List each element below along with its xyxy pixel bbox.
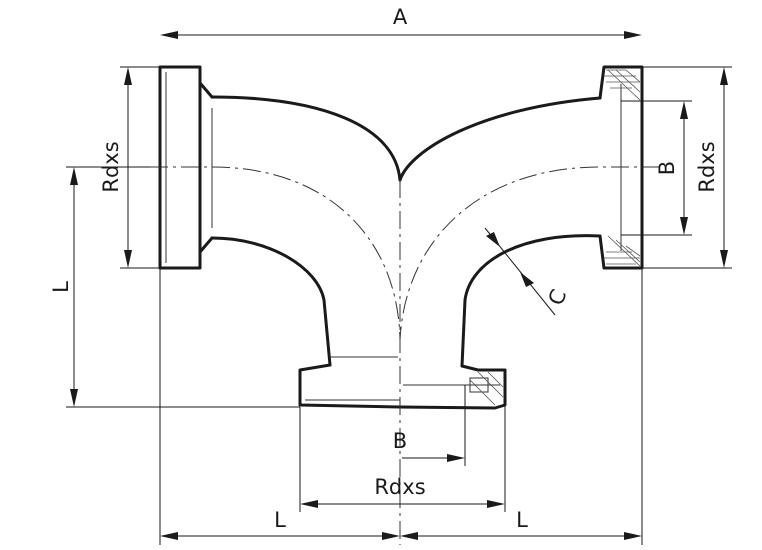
dimension-rdxs-right: Rdxs: [642, 66, 732, 269]
dimension-l-vertical-label: L: [49, 281, 73, 293]
dimension-a-label: A: [393, 5, 408, 29]
dimension-l-bottom: L L: [160, 508, 642, 540]
right-elbow: [398, 96, 602, 368]
left-elbow: [210, 95, 402, 367]
dimension-rdxs-bottom-label: Rdxs: [374, 475, 425, 499]
dimension-l-vertical: L: [49, 166, 300, 408]
dimension-rdxs-bottom: Rdxs: [299, 405, 506, 512]
dimension-b-bottom-label: B: [393, 429, 407, 453]
bottom-flange: [298, 363, 507, 410]
dimension-rdxs-right-label: Rdxs: [695, 141, 719, 192]
dimension-b-bottom: B: [393, 385, 466, 466]
dimension-c: C: [484, 227, 571, 316]
dimension-a: A: [159, 5, 643, 545]
dimension-b-right-label: B: [655, 161, 679, 175]
dimension-b-right: B: [621, 100, 692, 236]
center-lines: [150, 166, 660, 545]
dimension-l-bottom-right-label: L: [516, 508, 528, 532]
dimension-l-bottom-left-label: L: [274, 508, 286, 532]
